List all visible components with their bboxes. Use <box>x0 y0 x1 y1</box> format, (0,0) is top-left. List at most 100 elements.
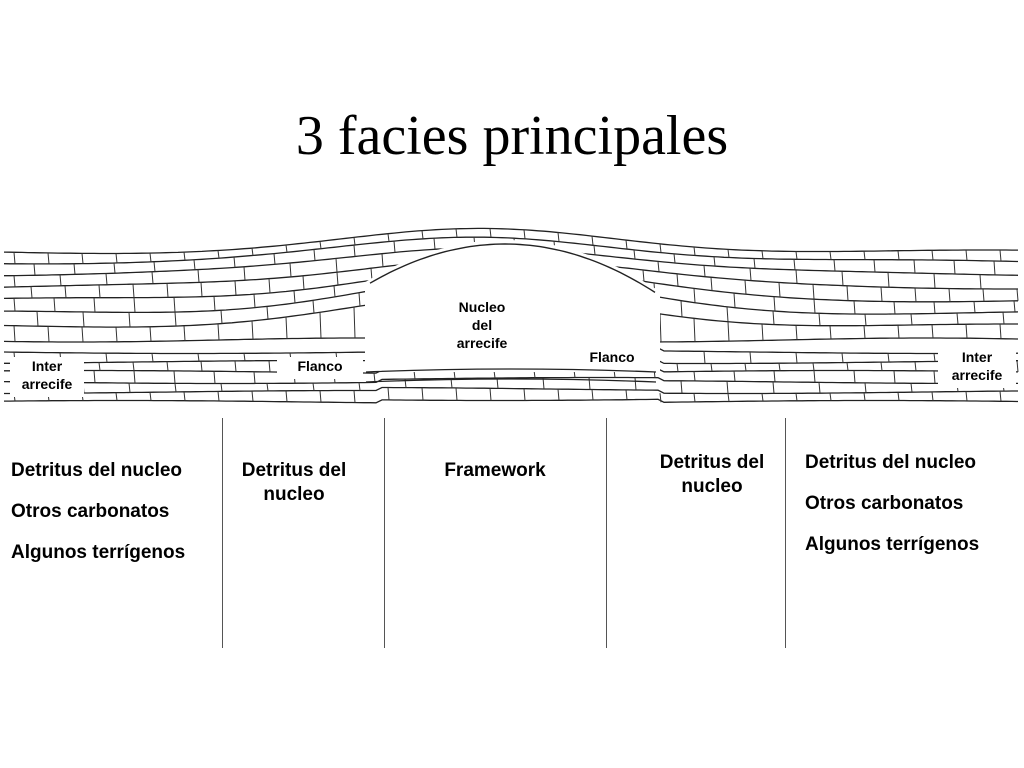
bedding-joint <box>693 393 696 402</box>
bedding-joint <box>744 280 747 295</box>
bedding-joint <box>53 297 56 312</box>
bedding-joint <box>965 324 968 339</box>
bedding-joint <box>353 390 356 403</box>
bedding-joint <box>999 323 1002 339</box>
bedding-joint <box>979 274 982 289</box>
label-inter-arrecife-right: Inter arrecife <box>938 348 1016 388</box>
bedding-joint <box>13 298 16 312</box>
bedding-joint <box>841 352 844 363</box>
bedding-joint <box>727 393 730 402</box>
bedding-joint <box>795 325 798 340</box>
bedding-joint <box>251 248 254 256</box>
bedding-joint <box>1013 300 1016 312</box>
bedding-joint <box>931 391 934 401</box>
bedding-joint <box>200 361 203 372</box>
facies-text: Framework <box>444 460 546 481</box>
bedding-joint <box>455 228 458 238</box>
bedding-joint <box>302 275 305 290</box>
bedding-joint <box>373 373 376 383</box>
bedding-joint <box>999 391 1002 402</box>
bedding-joint <box>853 300 856 315</box>
bedding-joint <box>1002 312 1005 325</box>
bedding-joint <box>965 391 968 401</box>
bedding-joint <box>634 377 637 391</box>
bedding-line <box>3 376 1018 385</box>
bedding-joint <box>523 388 526 401</box>
bedding-joint <box>733 293 736 308</box>
bedding-joint <box>773 296 776 312</box>
bedding-joint <box>693 288 696 303</box>
bedding-joint <box>82 311 85 327</box>
bedding-joint <box>973 301 976 313</box>
bedding-joint <box>772 381 775 394</box>
reef-outline <box>369 243 656 293</box>
bedding-joint <box>893 301 896 315</box>
bedding-joint <box>312 300 315 314</box>
label-inter-arrecife-left: Inter arrecife <box>10 357 84 397</box>
bedding-line <box>3 236 1019 265</box>
bedding-joint <box>795 352 798 364</box>
bedding-joint <box>213 296 216 311</box>
bedding-joint <box>200 282 203 297</box>
bedding-joint <box>312 383 315 391</box>
bedding-joint <box>593 245 596 255</box>
bedding-joint <box>657 261 660 272</box>
bedding-joint <box>234 360 237 372</box>
bedding-joint <box>625 240 628 250</box>
bedding-joint <box>726 306 729 322</box>
bedding-joint <box>220 383 223 392</box>
bedding-joint <box>166 361 169 371</box>
bedding-joint <box>233 256 236 268</box>
bedding-joint <box>841 271 844 286</box>
bedding-joint <box>931 250 934 261</box>
bedding-joint <box>285 244 288 253</box>
column-divider <box>384 418 385 648</box>
facies-column-flanco-left: Detritus del nucleo <box>226 459 362 507</box>
bedding-joint <box>710 277 713 291</box>
bedding-joint <box>174 312 177 327</box>
bedding-joint <box>496 377 499 389</box>
bedding-joint <box>693 371 696 381</box>
bedding-joint <box>846 285 849 301</box>
bedding-joint <box>813 370 816 383</box>
bedding-joint <box>33 263 36 276</box>
bedding-joint <box>293 290 296 304</box>
bedding-joint <box>893 370 896 384</box>
bedding-joint <box>153 261 156 272</box>
bedding-joint <box>853 370 856 383</box>
bedding-joint <box>421 387 424 401</box>
bedding-joint <box>887 353 890 363</box>
bedding-joint <box>81 253 84 264</box>
bedding-joint <box>220 310 223 324</box>
bedding-joint <box>897 250 900 260</box>
bedding-joint <box>873 259 876 273</box>
bedding-joint <box>557 232 560 242</box>
bedding-joint <box>1016 288 1019 301</box>
bedding-joint <box>863 251 866 260</box>
bedding-joint <box>812 284 815 300</box>
bedding-joint <box>818 382 821 394</box>
bedding-joint <box>829 393 832 401</box>
facies-column-inter-right: Detritus del nucleo Otros carbonatos Alg… <box>805 451 1020 574</box>
bedding-joint <box>13 325 16 342</box>
bedding-joint <box>864 314 867 326</box>
bedding-joint <box>173 370 176 384</box>
bedding-joint <box>953 260 956 275</box>
bedding-joint <box>13 252 16 264</box>
bedding-joint <box>319 390 322 403</box>
bedding-joint <box>846 362 849 371</box>
bedding-joint <box>353 245 356 257</box>
bedding-joint <box>173 297 176 313</box>
bedding-joint <box>933 301 936 314</box>
bedding-joint <box>30 286 33 299</box>
bedding-joint <box>931 324 934 339</box>
column-divider <box>606 418 607 648</box>
bedding-joint <box>105 273 108 285</box>
facies-text: Otros carbonatos <box>11 501 170 522</box>
bedding-joint <box>13 275 16 287</box>
bedding-joint <box>253 371 256 384</box>
bedding-joint <box>336 272 339 286</box>
facies-text: Algunos terrígenos <box>11 542 186 563</box>
bedding-joint <box>243 353 246 361</box>
bedding-joint <box>812 362 815 371</box>
